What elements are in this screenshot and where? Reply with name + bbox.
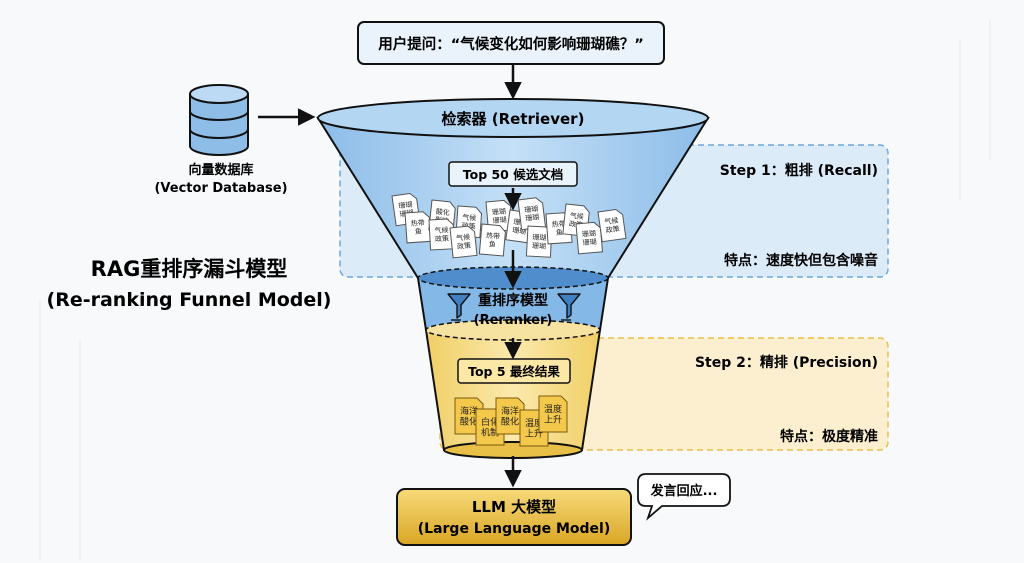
llm-sublabel: (Large Language Model)	[418, 521, 611, 537]
top5-box	[457, 358, 571, 384]
llm-label: LLM 大模型	[472, 498, 556, 516]
document-label: 气候	[462, 213, 477, 223]
document-label: 海洋	[460, 405, 478, 417]
document-label: 气候	[456, 232, 471, 242]
retriever-label: 检索器 (Retriever)	[442, 110, 585, 128]
document-icon: 热带鱼	[404, 211, 432, 244]
step1-label: Step 1：粗排 (Recall)	[720, 162, 878, 179]
document-label: 珊瑚	[512, 225, 527, 236]
document-label: 气候	[569, 211, 584, 221]
document-label: 白化	[481, 416, 499, 428]
document-label: 珊瑚	[532, 241, 546, 251]
top50-label: Top 50 候选文档	[463, 167, 564, 182]
vector-db-label: 向量数据库	[188, 162, 253, 178]
filter-icon	[557, 293, 581, 321]
vector-db-sublabel: (Vector Database)	[154, 181, 287, 196]
document-label: 珊瑚	[492, 215, 507, 225]
database-icon	[189, 84, 249, 156]
speech-text: 发言回应...	[650, 483, 718, 499]
question-box	[357, 21, 665, 65]
document-label: 珊瑚	[532, 233, 546, 243]
document-label: 机制	[481, 427, 499, 439]
document-label: 酸化	[460, 416, 478, 428]
document-label: 珊瑚	[582, 237, 597, 247]
funnel-bottom-rim	[443, 441, 583, 459]
background-grid	[39, 20, 991, 559]
document-label: 热带	[551, 219, 566, 229]
document-label: 酸化	[435, 207, 450, 217]
document-label: 上升	[525, 429, 543, 440]
document-label: 鱼	[556, 228, 564, 237]
document-label: 珊瑚	[398, 200, 413, 211]
document-label: 政策	[461, 221, 476, 231]
diagram-subtitle: (Re-ranking Funnel Model)	[47, 289, 332, 311]
top5-label: Top 5 最终结果	[468, 364, 560, 379]
top5-documents: 海洋酸化白化机制海洋酸化温度上升温度上升	[454, 395, 568, 447]
step1-feature: 特点：速度快但包含噪音	[724, 252, 878, 269]
step2-feature: 特点：极度精准	[780, 428, 878, 445]
document-label: 气候	[434, 225, 448, 235]
document-label: 鱼	[488, 239, 496, 249]
llm-box	[396, 488, 632, 546]
document-label: 政策	[605, 224, 620, 235]
filter-icon	[447, 293, 471, 321]
step2-label: Step 2：精排 (Precision)	[695, 354, 878, 371]
document-label: 政策	[435, 234, 449, 244]
document-label: 政策	[457, 241, 472, 251]
speech-bubble-icon	[637, 473, 731, 521]
document-label: 珊瑚	[525, 212, 540, 223]
document-label: 温度	[544, 403, 562, 415]
document-label: 海洋	[501, 405, 519, 417]
document-icon: 热带鱼	[478, 223, 506, 257]
top50-documents: 珊瑚珊瑚热带鱼酸化影响气候政策气候政策气候政策珊瑚珊瑚热带鱼珊瑚珊瑚珊瑚珊瑚珊瑚…	[391, 192, 627, 259]
document-label: 热带	[486, 231, 501, 241]
top50-box	[448, 161, 578, 187]
document-label: 气候	[604, 216, 619, 227]
reranker-sublabel: (Reranker)	[474, 313, 553, 328]
document-label: 珊瑚	[524, 204, 539, 215]
document-label: 酸化	[501, 416, 519, 428]
document-label: 上升	[544, 415, 562, 426]
question-text: 用户提问：“气候变化如何影响珊瑚礁？”	[378, 35, 644, 53]
reranker-label: 重排序模型	[478, 292, 548, 309]
diagram-title: RAG重排序漏斗模型	[91, 257, 288, 281]
document-label: 珊瑚	[492, 207, 507, 217]
document-label: 鱼	[415, 227, 423, 236]
document-label: 珊瑚	[582, 229, 597, 239]
document-label: 热带	[410, 218, 425, 228]
